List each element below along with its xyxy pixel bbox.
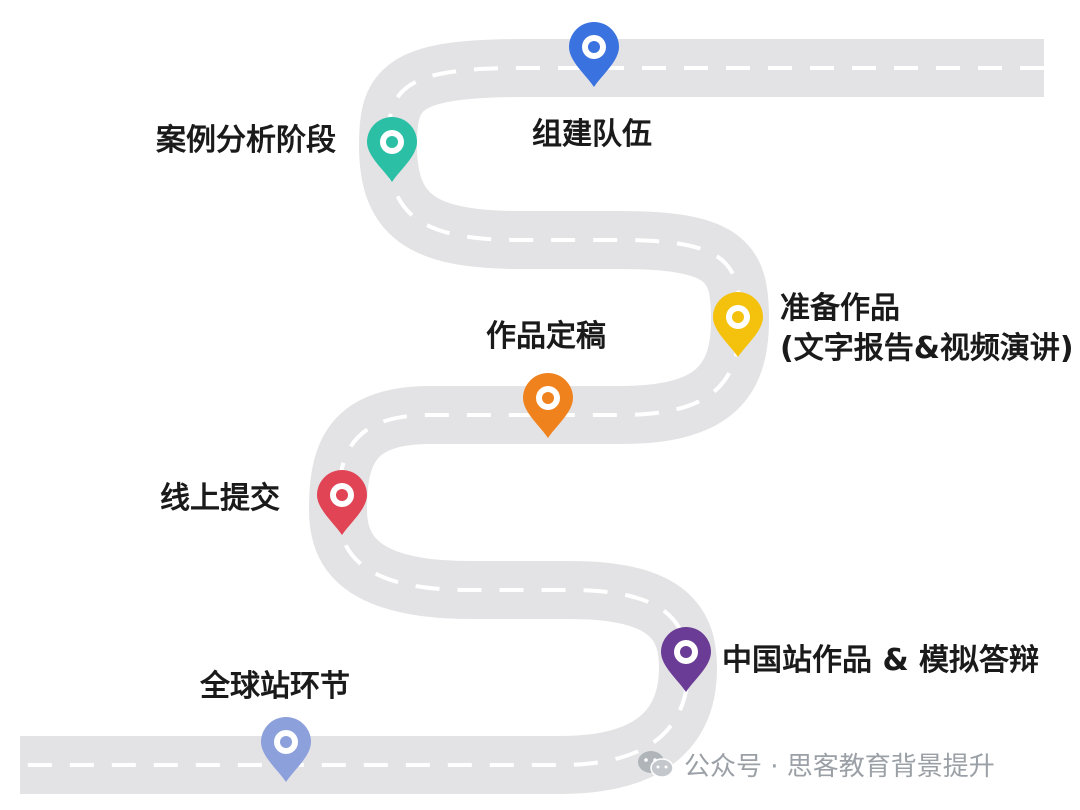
milestone-label-finalize-work: 作品定稿: [486, 319, 606, 354]
watermark-text: 公众号 · 思客教育背景提升: [684, 752, 995, 782]
milestone-label-china-station: 中国站作品 & 模拟答辩: [722, 643, 1040, 678]
milestone-label-online-submit: 线上提交: [160, 481, 280, 516]
pin-case-analysis-icon: [367, 117, 417, 182]
pin-finalize-work-icon: [523, 373, 573, 438]
wechat-icon: [638, 750, 674, 778]
pin-global-station-icon: [261, 717, 311, 782]
pin-china-station-icon: [661, 627, 711, 692]
milestone-sublabel-prepare-work: (文字报告&视频演讲): [780, 331, 1074, 366]
milestone-label-global-station: 全球站环节: [200, 669, 350, 704]
pin-online-submit-icon: [317, 470, 367, 535]
pin-prepare-work-icon: [713, 292, 763, 357]
milestone-label-build-team: 组建队伍: [532, 117, 652, 152]
milestone-label-prepare-work: 准备作品: [780, 291, 900, 326]
pin-build-team-icon: [569, 22, 619, 87]
watermark: 公众号 · 思客教育背景提升: [636, 746, 995, 783]
milestone-label-case-analysis: 案例分析阶段: [156, 123, 336, 158]
